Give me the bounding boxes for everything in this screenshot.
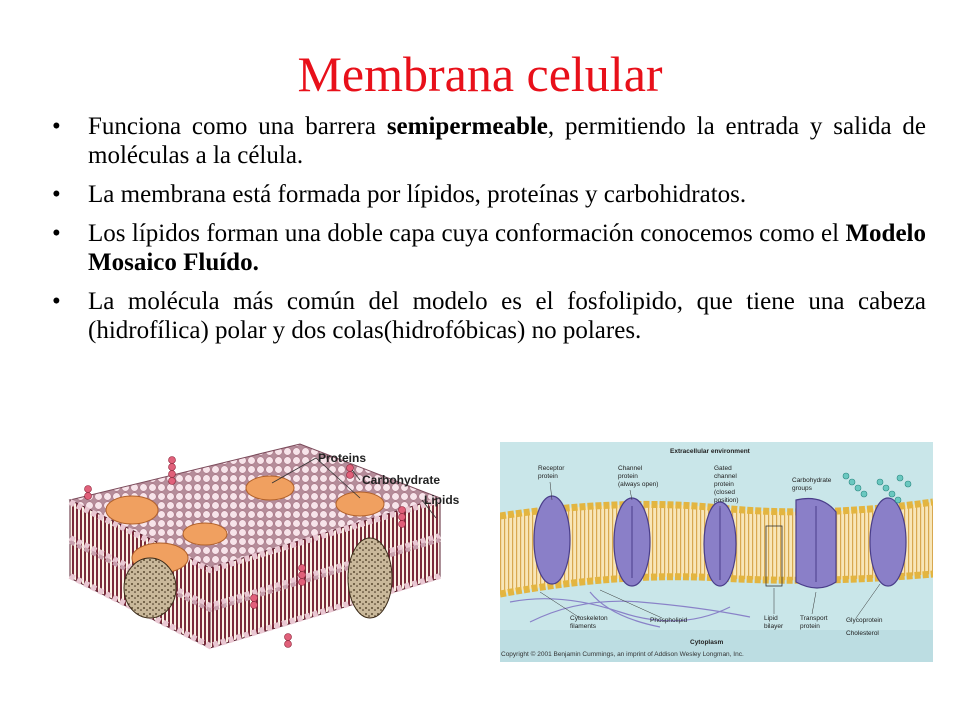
label-lipids: Lipids — [424, 493, 460, 507]
integral-protein — [347, 537, 393, 619]
lipid-bilayer-box — [765, 525, 783, 587]
bullet-dot: • — [52, 181, 61, 208]
label-proteins: Proteins — [318, 451, 366, 465]
glycoprotein — [869, 497, 907, 587]
membrane-block-illustration: Proteins Carbohydrate Lipids — [68, 443, 460, 650]
bullet-text: Los lípidos forman una doble capa cuya c… — [88, 220, 846, 247]
label-glycoprotein: Glycoprotein — [846, 617, 883, 624]
label-phospholipid: Phospholipid — [650, 617, 688, 624]
carbohydrate-groups — [842, 472, 912, 504]
bullet-dot: • — [52, 113, 61, 140]
label-cytoplasm: Cytoplasm — [690, 639, 723, 646]
integral-protein — [123, 557, 177, 619]
bullet-item: • La membrana está formada por lípidos, p… — [46, 180, 926, 209]
protein-shape — [335, 491, 385, 517]
cytoskeleton-filaments — [509, 591, 751, 628]
bullet-dot: • — [52, 220, 61, 247]
bullet-item: • Funciona como una barrera semipermeable… — [46, 112, 926, 170]
bullet-text: La molécula más común del modelo es el f… — [88, 288, 926, 344]
slide-title: Membrana celular — [297, 46, 663, 102]
bullet-list: • Funciona como una barrera semipermeable… — [46, 112, 926, 355]
bullet-bold: Modelo Mosaico Fluído. — [88, 220, 926, 276]
membrane-diagram-illustration: Extracellular environment Cytoplasm Rece… — [500, 442, 933, 662]
bullet-text: La membrana está formada por lípidos, pr… — [88, 181, 747, 208]
label-extracellular: Extracellular environment — [670, 448, 751, 455]
carbohydrate-chains — [84, 456, 406, 648]
label-cholesterol: Cholesterol — [846, 630, 879, 637]
bullet-text: , permitiendo la entrada y salida de mol… — [88, 113, 927, 169]
protein-shape — [105, 495, 159, 525]
bullet-item: • La molécula más común del modelo es el … — [46, 287, 926, 345]
protein-shape — [245, 475, 295, 501]
receptor-protein — [533, 495, 571, 585]
label-carbohydrate: Carbohydrate — [362, 473, 440, 487]
copyright-text: Copyright © 2001 Benjamin Cummings, an i… — [501, 651, 744, 658]
bullet-bold: semipermeable — [386, 113, 548, 140]
bullet-item: • Los lípidos forman una doble capa cuya … — [46, 219, 926, 277]
protein-shape — [182, 522, 228, 546]
bullet-text: Funciona como una barrera — [88, 113, 387, 140]
bullet-dot: • — [52, 288, 61, 315]
